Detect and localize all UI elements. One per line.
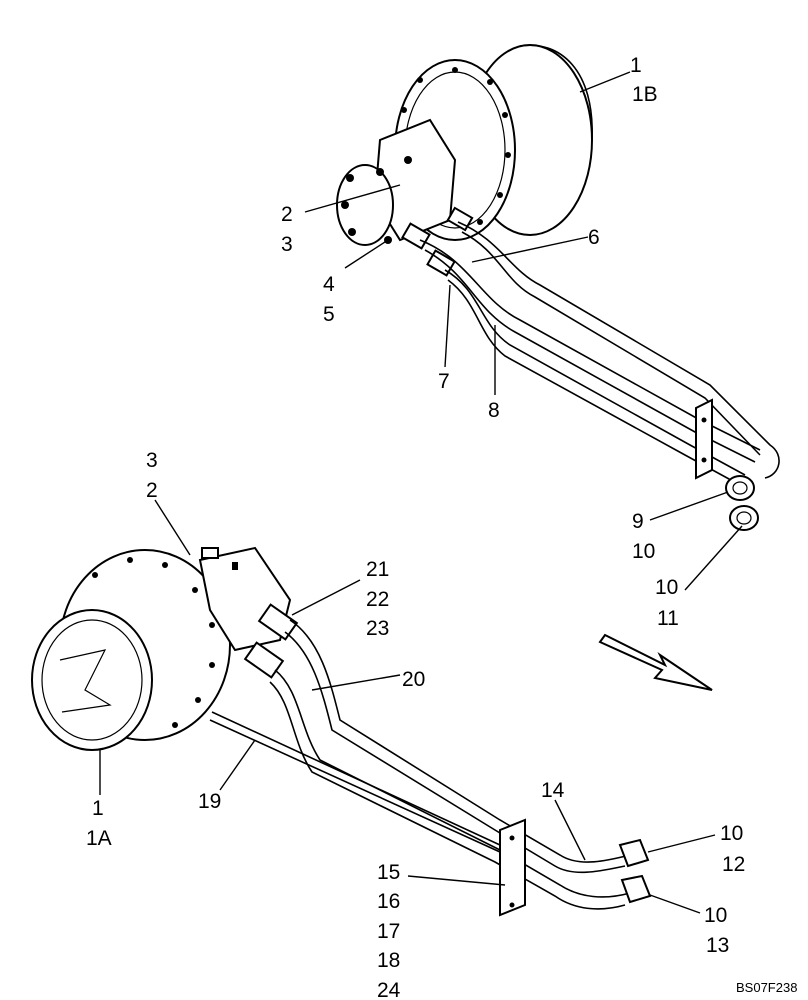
callout-10-top-line1: 10: [655, 576, 678, 599]
callout-7: 7: [438, 370, 450, 393]
bottom-flange-bolts: [92, 557, 215, 728]
callout-20: 20: [402, 668, 425, 691]
callout-9-line1: 9: [632, 510, 644, 533]
callout-21-line1: 21: [366, 558, 389, 581]
callout-10-bottom-b-line1: 10: [704, 904, 727, 927]
callout-1-top-line2: 1B: [632, 83, 658, 106]
bottom-end-fitting-13: [620, 874, 652, 904]
bottom-tube-a: [289, 619, 631, 863]
bottom-end-fitting-12: [618, 838, 650, 868]
bottom-clamp-bracket: [499, 818, 526, 917]
callout-10-bottom-a-line2: 12: [722, 853, 745, 876]
top-motor-cap: [336, 164, 394, 246]
bottom-tube-b: [274, 669, 631, 898]
figure-code: BS07F238: [736, 980, 797, 995]
top-tube-b: [444, 269, 746, 476]
callout-15-line4: 18: [377, 949, 400, 972]
callout-10-top-line2: 11: [657, 607, 679, 630]
bottom-hub-drum: [31, 609, 153, 751]
callout-2-top-line2: 3: [281, 233, 293, 256]
bottom-drive-motor-assembly: [31, 546, 652, 917]
callout-6: 6: [588, 226, 600, 249]
callout-4-line1: 4: [323, 273, 335, 296]
callout-21-line2: 22: [366, 588, 389, 611]
callout-2-top-line1: 2: [281, 203, 293, 226]
callout-15-line5: 24: [377, 979, 401, 1000]
callout-3-bottom-line2: 2: [146, 479, 158, 502]
callout-10-bottom-b-line2: 13: [706, 934, 729, 957]
callout-1-top-line1: 1: [630, 54, 642, 77]
callout-10-bottom-a-line1: 10: [720, 822, 743, 845]
callout-19: 19: [198, 790, 221, 813]
top-clamp-bracket: [695, 398, 713, 480]
callout-4-line2: 5: [323, 303, 335, 326]
callout-14: 14: [541, 779, 565, 802]
top-hub-rim: [519, 44, 593, 141]
callout-21-line3: 23: [366, 617, 389, 640]
callout-1-bottom-line1: 1: [92, 797, 104, 820]
callout-9-line2: 10: [632, 540, 655, 563]
callout-1-bottom-line2: 1A: [86, 827, 112, 850]
bottom-tube-c: [211, 711, 501, 846]
top-end-fitting-10: [729, 505, 759, 531]
bottom-hub-face: [59, 649, 112, 713]
top-flange-bolts: [401, 67, 511, 225]
top-tube-a: [419, 239, 761, 451]
direction-arrow: [598, 633, 713, 691]
leader-lines: [99, 71, 743, 914]
callout-15-line1: 15: [377, 861, 400, 884]
callout-15-line3: 17: [377, 920, 400, 943]
top-drive-motor-assembly: [336, 44, 780, 531]
top-end-fitting-9: [725, 475, 755, 501]
callout-8: 8: [488, 399, 500, 422]
callout-15-line2: 16: [377, 890, 400, 913]
callout-3-bottom-line1: 3: [146, 449, 158, 472]
